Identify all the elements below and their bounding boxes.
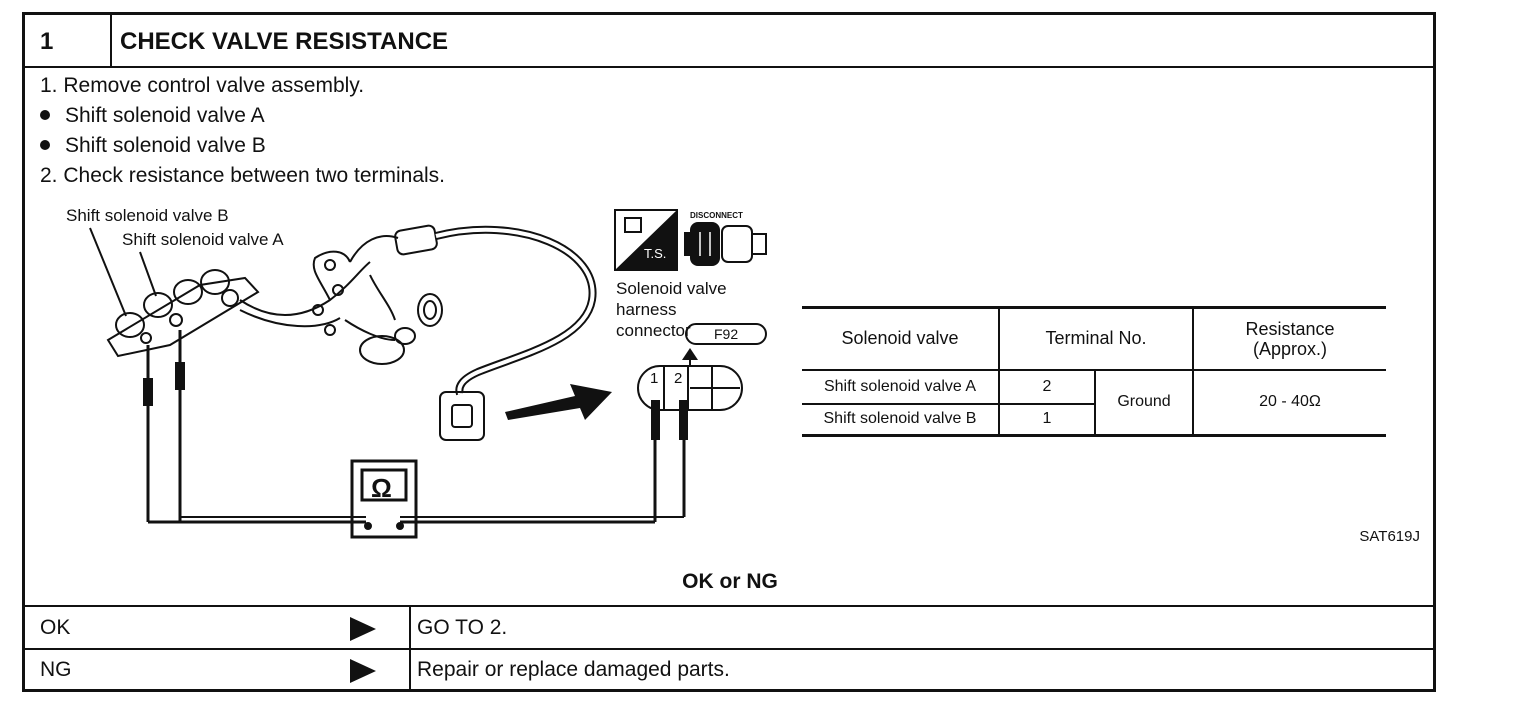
figure-id: SAT619J: [1359, 528, 1420, 545]
result-divider-middle: [22, 648, 1436, 650]
header-resistance: Resistance (Approx.): [1193, 306, 1386, 371]
result-divider-top: [22, 605, 1436, 607]
table-cell-valve: Shift solenoid valve B: [802, 403, 1000, 437]
header-column-divider: [110, 12, 112, 68]
terminal-2-label: 2: [674, 370, 682, 387]
instruction-bullet-b: Shift solenoid valve B: [40, 134, 266, 158]
procedure-frame: [22, 12, 1436, 692]
ohm-symbol: Ω: [371, 473, 392, 503]
table-cell-valve: Shift solenoid valve A: [802, 369, 1000, 405]
result-column-divider: [409, 605, 411, 692]
arrow-icon: [505, 384, 612, 420]
ok-action: GO TO 2.: [417, 616, 508, 639]
play-arrow-icon: [350, 617, 376, 641]
step-title: CHECK VALVE RESISTANCE: [120, 28, 449, 55]
leader-line-b: [89, 227, 127, 317]
table-cell-ground: Ground: [1095, 369, 1194, 437]
play-arrow-icon: [350, 659, 376, 683]
table-cell-terminal: 2: [999, 369, 1096, 405]
ng-action: Repair or replace damaged parts.: [417, 658, 730, 681]
ok-ng-heading: OK or NG: [682, 570, 778, 593]
instruction-bullet-a-text: Shift solenoid valve A: [65, 104, 265, 127]
ohmmeter: [350, 459, 418, 539]
valve-b-solenoid: [115, 312, 145, 338]
label-valve-a: Shift solenoid valve A: [122, 230, 284, 249]
harness-connector-plug: [439, 391, 485, 441]
header-resistance-line-1: Resistance: [1245, 318, 1335, 339]
instruction-1: 1. Remove control valve assembly.: [40, 74, 365, 97]
ng-label: NG: [40, 658, 72, 681]
header-solenoid: Solenoid valve: [802, 306, 1000, 371]
instruction-bullet-a: Shift solenoid valve A: [40, 104, 265, 128]
resistance-table: Solenoid valve Terminal No. Resistance (…: [802, 306, 1386, 437]
connector-face: [637, 365, 743, 411]
leader-line-a: [139, 251, 157, 297]
o-ring: [417, 293, 443, 327]
connector-code: F92: [714, 326, 738, 342]
bullet-icon: [40, 110, 50, 120]
header-resistance-line-2: (Approx.): [1252, 338, 1328, 359]
header-terminal: Terminal No.: [999, 306, 1194, 371]
valve-body: [106, 276, 260, 358]
terminal-1-label: 1: [650, 370, 658, 387]
connector-label-line-2: harness: [616, 300, 677, 319]
bullet-icon: [40, 140, 50, 150]
connector-label-line-1: Solenoid valve: [616, 279, 727, 298]
valve-a-solenoid: [143, 292, 173, 318]
ts-label: T.S.: [644, 246, 666, 261]
label-valve-b: Shift solenoid valve B: [66, 206, 229, 225]
ok-label: OK: [40, 616, 71, 639]
connector-label-line-3: connector: [616, 321, 691, 340]
table-cell-resistance: 20 - 40Ω: [1193, 369, 1386, 437]
header-divider: [22, 66, 1436, 68]
instruction-2: 2. Check resistance between two terminal…: [40, 164, 446, 187]
instruction-bullet-b-text: Shift solenoid valve B: [65, 134, 266, 157]
disconnect-label: DISCONNECT: [690, 211, 743, 220]
connector-label: Solenoid valve harness connector: [616, 278, 727, 341]
table-cell-terminal: 1: [999, 403, 1096, 437]
step-number: 1: [40, 28, 54, 55]
